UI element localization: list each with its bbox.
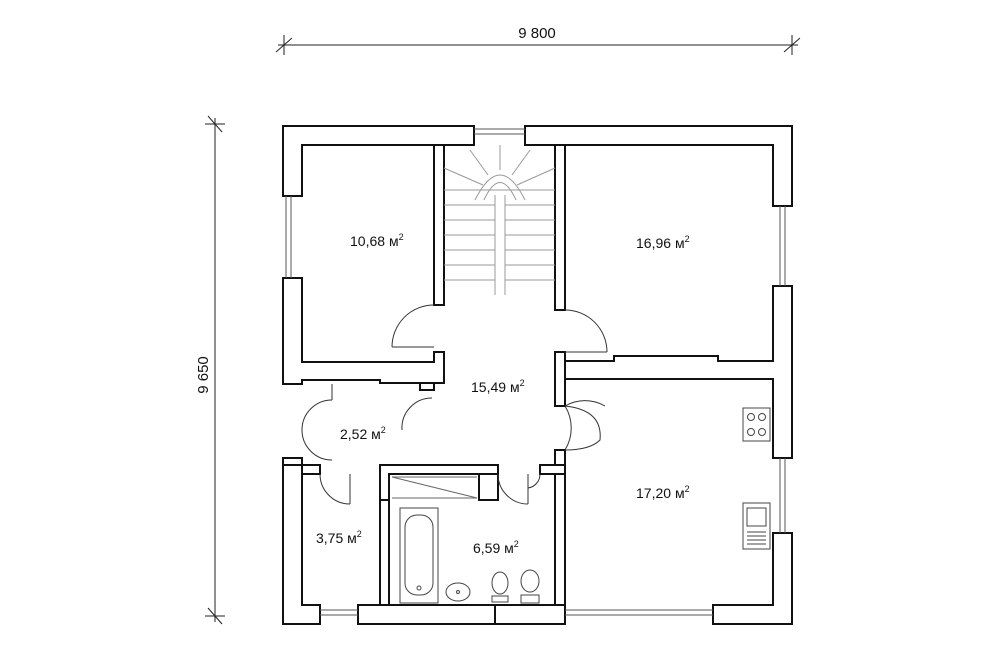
built-in-shelf <box>391 476 478 499</box>
stove-icon <box>742 407 771 442</box>
room-area-bedroom-2: 16,96 м2 <box>636 234 690 251</box>
exterior-walls <box>282 125 793 625</box>
dimension-width-label: 9 800 <box>518 25 556 42</box>
room-area-bedroom-1: 10,68 м2 <box>350 232 404 249</box>
room-area-closet: 3,75 м2 <box>316 529 362 546</box>
bidet-icon <box>491 571 509 603</box>
staircase <box>443 145 556 295</box>
doors <box>301 304 608 505</box>
dimension-height <box>205 115 225 625</box>
windows <box>285 128 786 616</box>
room-area-corridor: 2,52 м2 <box>340 425 386 442</box>
interior-walls <box>282 144 566 606</box>
dimension-width <box>275 35 801 55</box>
kitchen-sink-icon <box>742 502 771 550</box>
sink-icon <box>445 582 471 602</box>
dimension-height-label: 9 650 <box>195 356 212 394</box>
room-area-bathroom: 6,59 м2 <box>473 539 519 556</box>
room-area-hall: 15,49 м2 <box>471 378 525 395</box>
bathtub-icon <box>399 507 439 604</box>
room-area-kitchen: 17,20 м2 <box>636 484 690 501</box>
toilet-icon <box>520 569 540 604</box>
